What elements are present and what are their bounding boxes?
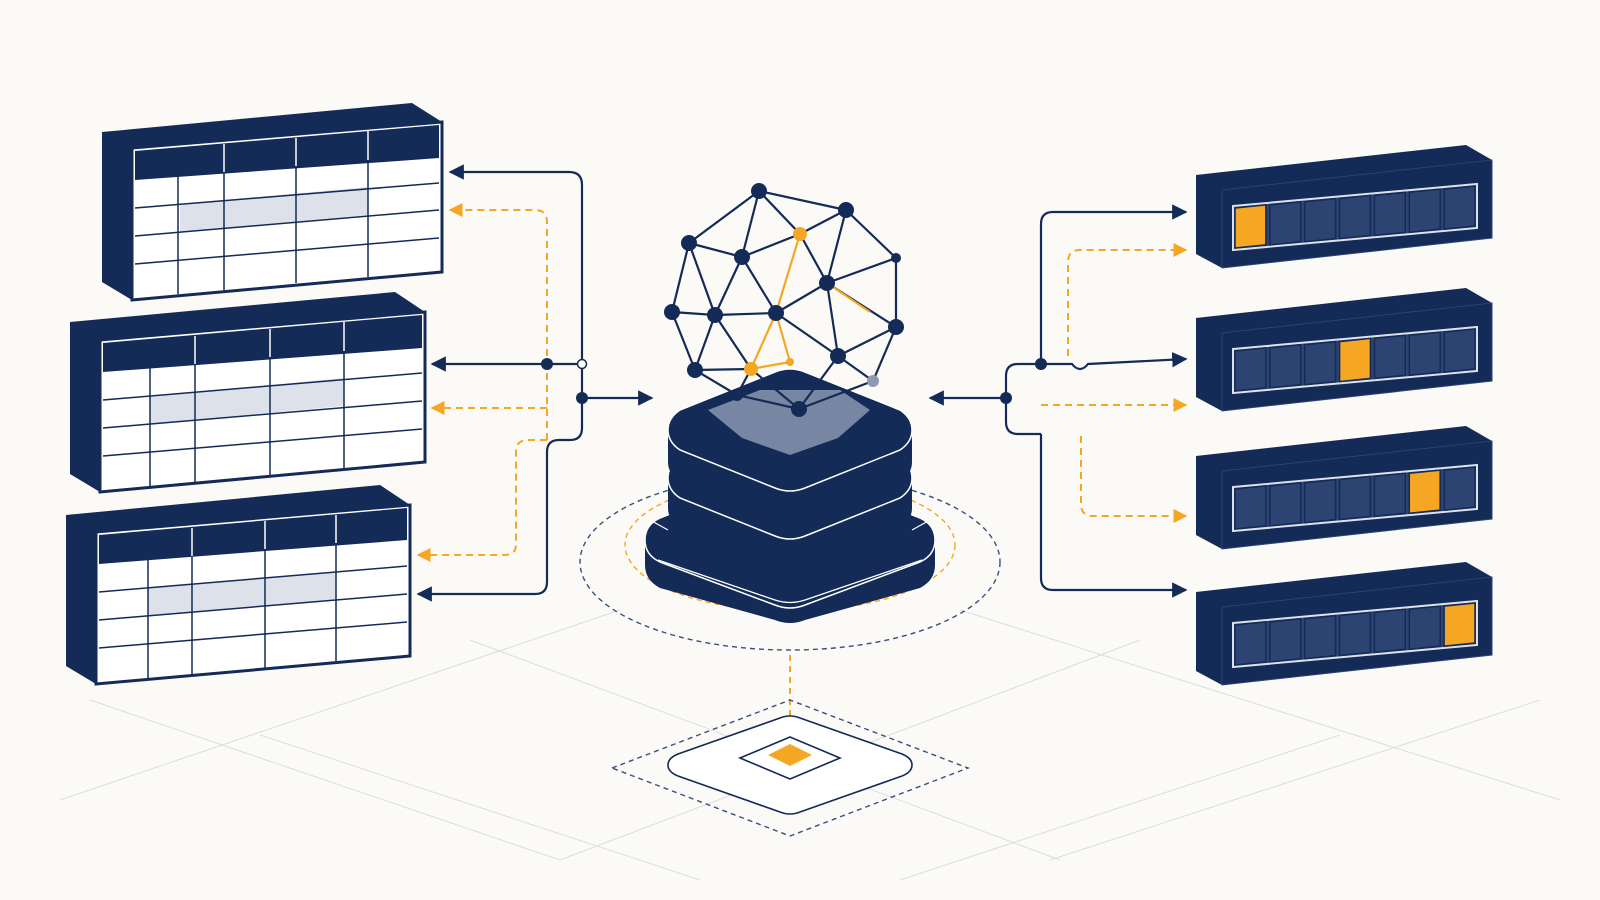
slot-cell-highlighted	[1338, 337, 1372, 383]
slot-cell	[1443, 185, 1476, 230]
junction-node	[576, 392, 588, 404]
floor-grid	[59, 609, 1561, 881]
slot-cell	[1269, 617, 1302, 663]
dashed-arrow-to-bar-3	[1080, 436, 1188, 523]
left-connectors	[416, 164, 654, 602]
target-accent-square	[768, 744, 812, 766]
solid-trunk-lower	[1004, 398, 1041, 436]
slot-cell	[1443, 328, 1476, 373]
junction-node	[1000, 392, 1012, 404]
slot-cell	[1303, 478, 1337, 524]
junction-node	[1035, 358, 1047, 370]
dashed-arrow-to-table-3	[416, 439, 547, 562]
slot-cell	[1269, 343, 1302, 389]
slot-cell	[1373, 191, 1407, 237]
slot-cell	[1269, 200, 1302, 246]
slot-bar-3	[1196, 426, 1493, 550]
slot-cell	[1303, 340, 1337, 386]
slot-cell	[1338, 611, 1372, 657]
neural-network-sphere-icon	[664, 183, 904, 417]
table-group	[66, 103, 444, 686]
slot-cell-highlighted	[1234, 204, 1267, 249]
slot-cell	[1408, 188, 1441, 234]
slot-cell	[1234, 347, 1267, 392]
slot-cell	[1234, 485, 1267, 530]
table-1	[102, 103, 444, 302]
slot-cell	[1408, 331, 1441, 377]
table-3	[66, 485, 412, 686]
dashed-arrow-to-bar-1	[1067, 243, 1188, 356]
junction-node	[541, 358, 553, 370]
slot-bar-group	[1196, 145, 1493, 686]
slot-cell	[1269, 481, 1302, 527]
central-hub	[579, 183, 1001, 651]
slot-bar-2	[1196, 288, 1493, 412]
solid-trunk	[1004, 362, 1041, 398]
slot-cell	[1373, 334, 1407, 380]
slot-bar-4	[1196, 562, 1493, 686]
solid-arrow-to-table-3	[416, 398, 584, 602]
slot-cell	[1234, 621, 1267, 666]
right-connectors	[928, 204, 1188, 598]
slot-cell-highlighted	[1443, 602, 1476, 647]
slot-cell	[1338, 194, 1372, 240]
slot-cell	[1338, 475, 1372, 521]
target-outer-dashed-diamond	[610, 699, 970, 837]
slot-cell	[1443, 466, 1476, 511]
dashed-arrow-to-table-1	[448, 203, 548, 440]
solid-arrow-to-bar-4	[1039, 434, 1188, 598]
solid-arrow-to-bar-2	[1041, 352, 1188, 371]
slot-cell	[1373, 608, 1407, 654]
solid-arrow-to-table-1	[448, 164, 584, 398]
slot-cell	[1303, 197, 1337, 243]
table-2	[70, 292, 427, 494]
slot-bar-1	[1196, 145, 1493, 269]
solid-arrow-to-bar-1	[1039, 204, 1188, 364]
slot-cell-highlighted	[1408, 469, 1441, 515]
slot-cell	[1408, 605, 1441, 651]
slot-cell	[1373, 472, 1407, 518]
slot-cell	[1303, 614, 1337, 660]
junction-node-open	[576, 358, 588, 370]
bottom-target	[610, 655, 970, 837]
